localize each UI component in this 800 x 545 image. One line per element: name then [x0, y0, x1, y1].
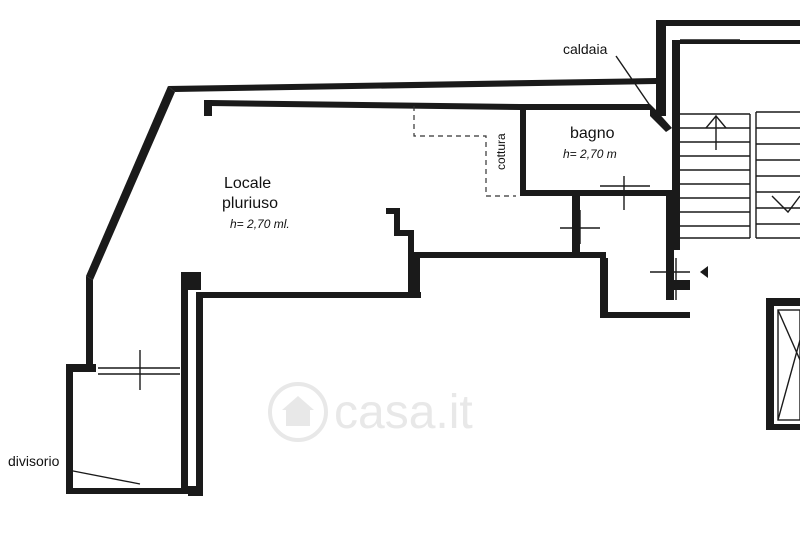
entrance-arrow-icon	[700, 266, 708, 278]
bagno-height: h= 2,70 m	[563, 147, 617, 161]
caldaia-leader	[615, 55, 665, 127]
cottura-outline	[413, 106, 516, 197]
house-icon	[282, 396, 314, 426]
watermark-text: casa.it	[334, 386, 473, 439]
stair-treads-left	[680, 127, 750, 227]
locale-label-line2: pluriuso	[222, 195, 278, 212]
outer-walls	[66, 20, 800, 496]
locale-height: h= 2,70 ml.	[230, 217, 290, 231]
bagno-label: bagno	[570, 125, 615, 142]
shaft	[777, 309, 800, 421]
watermark: casa.it	[268, 382, 473, 442]
locale-label-line1: Locale	[224, 175, 271, 192]
divisorio-label: divisorio	[8, 453, 60, 469]
stairs	[680, 111, 800, 278]
stair-treads-right	[756, 127, 800, 225]
openings	[67, 39, 740, 485]
cottura-label: cottura	[494, 133, 508, 170]
caldaia-label: caldaia	[563, 41, 608, 57]
